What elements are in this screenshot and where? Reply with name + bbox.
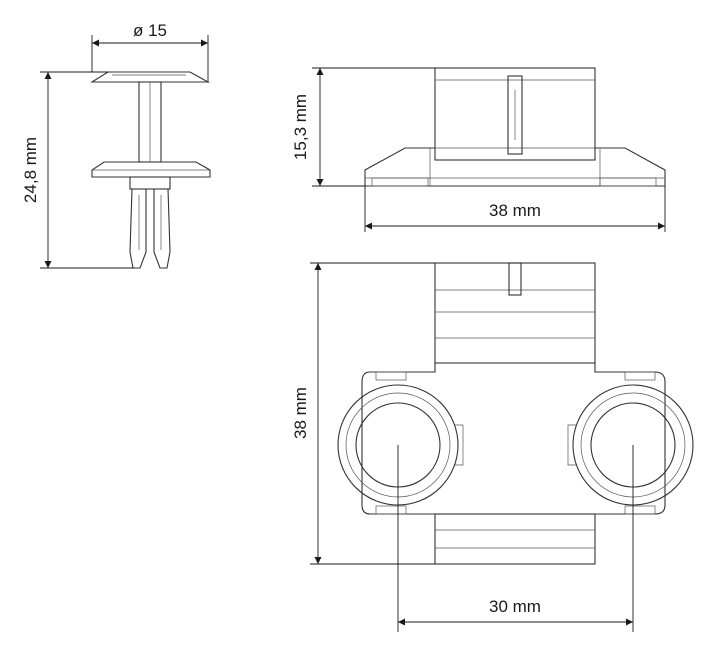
clip-height-label: 24,8 mm [21,137,40,203]
hole-spacing-label: 30 mm [489,597,541,616]
diameter-label: ø 15 [133,21,167,40]
side-width-label: 38 mm [489,201,541,220]
top-height-label: 38 mm [291,387,310,439]
side-height-label: 15,3 mm [291,94,310,160]
clip-side-view: ø 15 24,8 mm [21,21,211,269]
holder-top-view: 38 mm 30 mm [291,262,694,632]
holder-side-view: 15,3 mm 38 mm [291,67,666,232]
